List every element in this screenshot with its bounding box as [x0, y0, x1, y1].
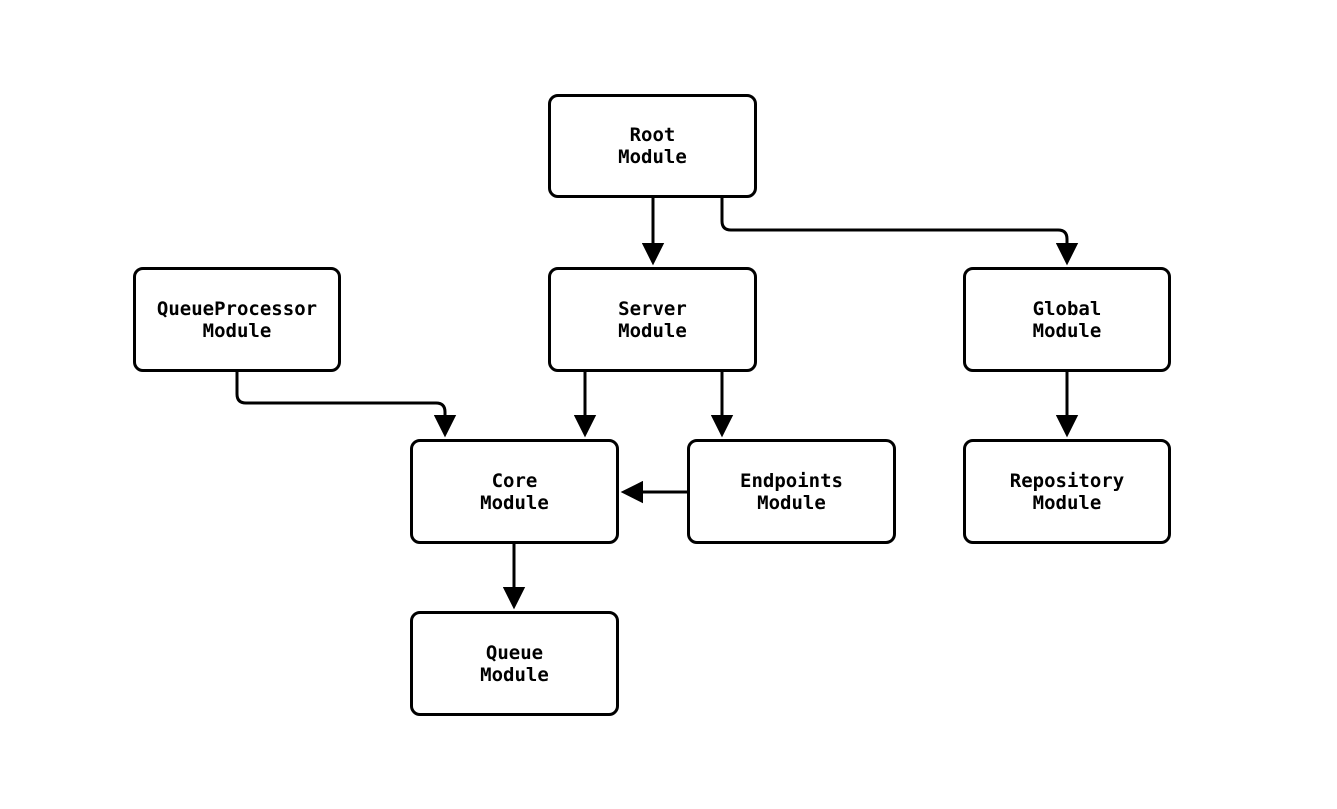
node-root-module: Root Module: [548, 94, 757, 198]
node-label-global-module: Global Module: [1032, 297, 1102, 342]
edge-queueprocessor-to-core: [235, 372, 457, 438]
node-core-module: Core Module: [410, 439, 619, 544]
node-label-server-module: Server Module: [618, 297, 687, 342]
edge-root-to-global: [720, 198, 1079, 266]
node-global-module: Global Module: [963, 267, 1171, 372]
node-repository-module: Repository Module: [963, 439, 1171, 544]
node-server-module: Server Module: [548, 267, 757, 372]
node-queue-module: Queue Module: [410, 611, 619, 716]
node-label-queue-module: Queue Module: [480, 641, 549, 686]
node-queueprocessor-module: QueueProcessor Module: [133, 267, 341, 372]
node-label-root-module: Root Module: [618, 124, 687, 168]
node-label-repository-module: Repository Module: [1009, 469, 1125, 514]
node-label-queueprocessor-module: QueueProcessor Module: [156, 297, 318, 342]
node-endpoints-module: Endpoints Module: [687, 439, 896, 544]
node-label-core-module: Core Module: [480, 469, 549, 514]
node-label-endpoints-module: Endpoints Module: [740, 469, 843, 514]
